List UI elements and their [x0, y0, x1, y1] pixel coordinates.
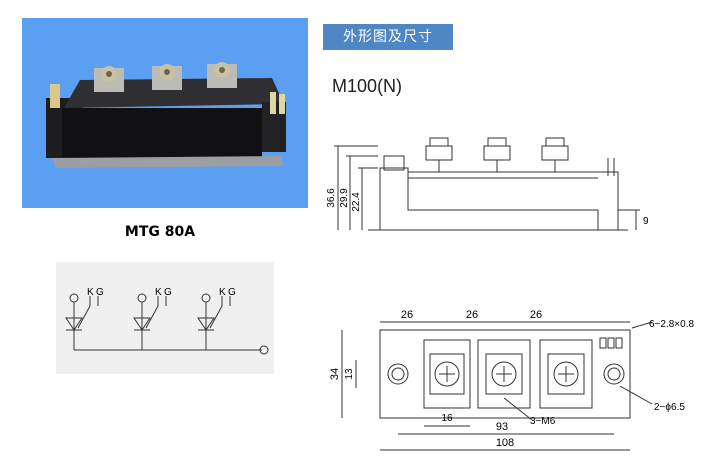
product-photo	[22, 18, 308, 208]
circuit-schematic: K G K G K G	[65, 287, 269, 355]
dim-pitch-3: 26	[530, 309, 542, 321]
dim-hole-callout: 2−ϕ6.5	[654, 402, 685, 413]
terminal-k-label: K	[219, 287, 226, 298]
product-photo-illustration	[46, 62, 286, 168]
product-label: MTG 80A	[124, 224, 196, 240]
dim-pitch-2: 26	[466, 309, 478, 321]
dim-pin-callout: 6−2.8×0.8	[649, 319, 694, 330]
terminal-g-label: G	[228, 287, 236, 298]
circuit-diagram: K G K G K G	[56, 262, 274, 374]
side-view-drawing: 36.6 29.9 22.4 9	[326, 137, 649, 231]
dim-inner-height: 13	[344, 368, 355, 380]
dim-height: 34	[329, 368, 341, 380]
dim-mount-span: 93	[496, 421, 508, 433]
model-title: M100(N)	[332, 76, 403, 96]
top-view-drawing: 26 26 26 6−2.8×0.8 34 13 16 3−M6 93 2−ϕ6…	[329, 309, 694, 451]
section-header: 外形图及尺寸	[323, 24, 453, 50]
dim-overall-length: 108	[496, 437, 514, 449]
dim-overall-height: 36.6	[326, 188, 337, 208]
dim-pin-height: 9	[643, 216, 649, 227]
dim-base-height: 22.4	[351, 192, 362, 212]
dim-body-height: 29.9	[339, 188, 350, 208]
terminal-k-label: K	[87, 287, 94, 298]
dim-terminal-width: 16	[441, 413, 453, 424]
terminal-k-label: K	[155, 287, 162, 298]
terminal-g-label: G	[96, 287, 104, 298]
dim-pitch-1: 26	[401, 309, 413, 321]
terminal-g-label: G	[164, 287, 172, 298]
dim-screw-callout: 3−M6	[530, 416, 556, 427]
